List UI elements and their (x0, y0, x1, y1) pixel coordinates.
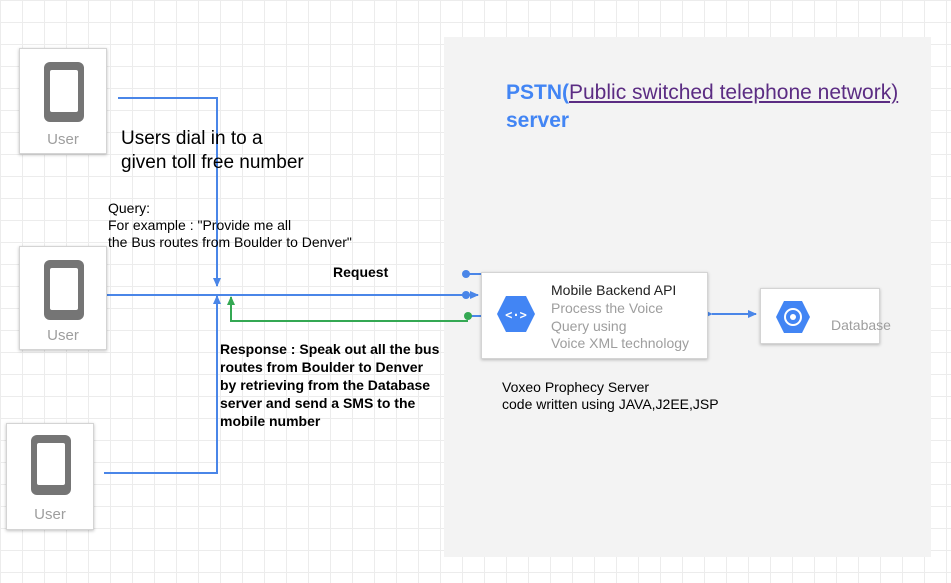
database-icon (776, 301, 810, 333)
connector-dot (462, 291, 470, 299)
response-line-text: by retrieving from the Database (220, 377, 431, 393)
database-card[interactable]: Database (760, 288, 891, 344)
footer-line: Voxeo Prophecy Server (502, 379, 650, 395)
query-note: Query: For example : "Provide me all the… (108, 200, 352, 251)
zone-title-prefix: PSTN( (506, 81, 569, 104)
response-note: Response : Speak out all the bus routes … (220, 340, 439, 430)
user-card-3[interactable]: User (6, 423, 94, 530)
database-label: Database (831, 317, 891, 333)
dial-in-line: Users dial in to a (121, 128, 263, 149)
response-line (227, 296, 468, 322)
server-footer-note: Voxeo Prophecy Server code written using… (502, 379, 719, 413)
user-label: User (34, 506, 66, 523)
query-line: For example : "Provide me all (108, 217, 292, 233)
response-line-text: routes from Boulder to Denver (220, 359, 424, 375)
api-title: Mobile Backend API (551, 282, 677, 298)
connector-dot (464, 312, 472, 320)
connector-dot (462, 270, 470, 278)
user-card-1[interactable]: User (19, 48, 107, 154)
zone-title: PSTN(Public switched telephone network) … (506, 79, 898, 135)
request-label: Request (333, 264, 389, 280)
user-card-2[interactable]: User (19, 246, 107, 350)
dial-in-line: given toll free number (121, 152, 304, 173)
query-line: the Bus routes from Boulder to Denver" (108, 234, 352, 250)
svg-text:<·>: <·> (505, 308, 527, 322)
smartphone-icon (44, 62, 84, 122)
api-description-line: Process the Voice (551, 300, 664, 316)
smartphone-icon (44, 260, 84, 320)
dial-in-note: Users dial in to a given toll free numbe… (121, 127, 304, 175)
query-line: Query: (108, 200, 151, 216)
api-description-line: Voice XML technology (551, 335, 690, 351)
api-description-line: Query using (551, 318, 627, 334)
response-line-text: mobile number (220, 413, 321, 429)
user-label: User (47, 327, 79, 344)
user-label: User (47, 131, 79, 148)
mobile-backend-api-card[interactable]: <·> Mobile Backend API Process the Voice… (481, 272, 708, 359)
response-line-text: Response : Speak out all the bus (220, 341, 440, 357)
footer-line: code written using JAVA,J2EE,JSP (502, 396, 719, 412)
zone-title-line2: server (506, 109, 570, 132)
response-line-text: server and send a SMS to the (220, 395, 416, 411)
pstn-link[interactable]: Public switched telephone network) (569, 81, 899, 104)
user3-connector (104, 295, 221, 474)
smartphone-icon (31, 435, 71, 495)
user1-connector (118, 97, 221, 287)
api-endpoint-icon: <·> (497, 296, 535, 332)
